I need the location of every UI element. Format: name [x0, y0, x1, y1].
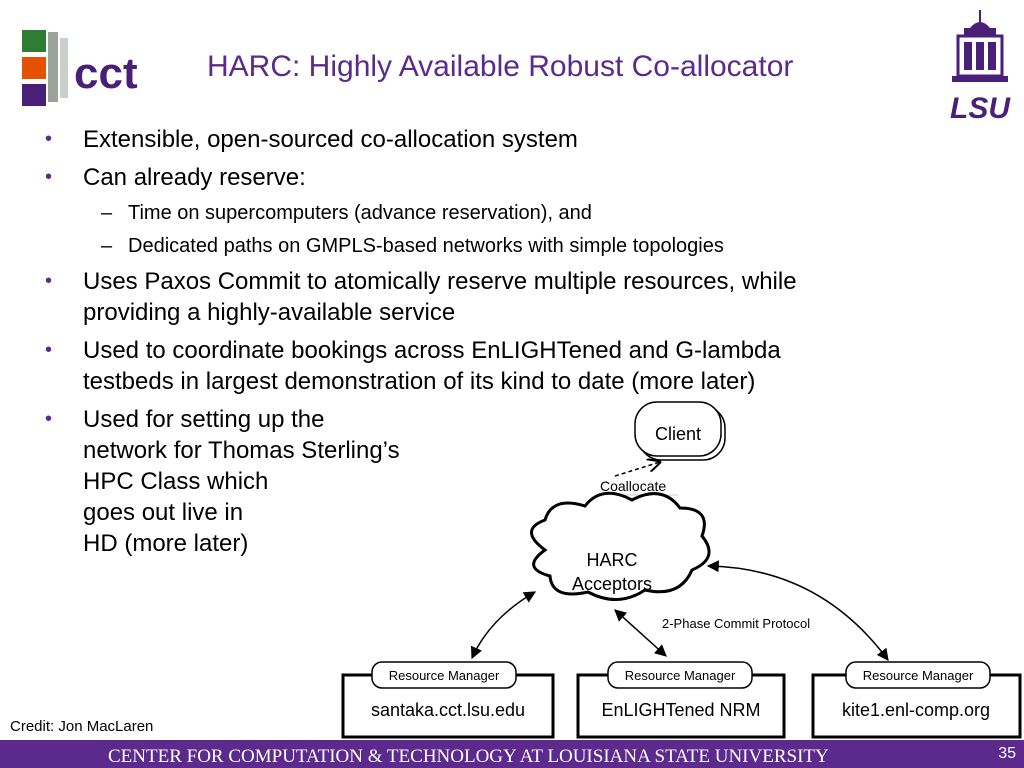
harc-acceptors-cloud: HARC Acceptors — [530, 491, 711, 601]
bullet-dot: • — [45, 339, 53, 361]
sub-bullet-dash: – — [101, 235, 113, 257]
coallocate-label: Coallocate — [600, 478, 666, 494]
acceptors-label-line1: HARC — [586, 550, 637, 570]
acceptors-label-line2: Acceptors — [572, 574, 652, 594]
bullet-dot: • — [45, 166, 53, 188]
protocol-arrow-right — [706, 560, 889, 661]
protocol-arrow-left — [470, 591, 537, 660]
response-arrow — [614, 462, 660, 477]
resource-manager-enlightened: Resource Manager EnLIGHTened NRM — [576, 661, 786, 739]
bullet-dot: • — [45, 408, 53, 430]
sub-bullet-2: – Dedicated paths on GMPLS-based network… — [101, 235, 724, 257]
client-node: Client — [634, 401, 726, 461]
bullet-dot: • — [45, 128, 53, 150]
sub-bullet-dash: – — [101, 202, 113, 224]
sub-bullet-1: – Time on supercomputers (advance reserv… — [101, 202, 592, 224]
manager-host: kite1.enl-comp.org — [842, 700, 990, 720]
bullet-1: • Extensible, open-sourced co-allocation… — [45, 126, 578, 153]
footer-text: CENTER FOR COMPUTATION & TECHNOLOGY AT L… — [108, 746, 829, 767]
cct-logo: cct — [22, 30, 138, 106]
bullet-5: • Used for setting up the network for Th… — [45, 406, 400, 557]
credit-text: Credit: Jon MacLaren — [10, 718, 154, 735]
harc-architecture-diagram: Client Coallocate HARC Acceptors 2-Phase… — [341, 401, 1022, 739]
resource-manager-santaka: Resource Manager santaka.cct.lsu.edu — [341, 661, 555, 739]
slide-title: HARC: Highly Available Robust Co-allocat… — [207, 50, 794, 83]
manager-host: santaka.cct.lsu.edu — [371, 700, 525, 720]
resource-manager-label: Resource Manager — [625, 668, 736, 683]
svg-text:LSU: LSU — [950, 92, 1011, 124]
footer-bar — [0, 740, 1024, 768]
resource-manager-kite1: Resource Manager kite1.enl-comp.org — [811, 661, 1022, 739]
bullet-2: • Can already reserve: — [45, 164, 306, 191]
client-label: Client — [655, 424, 701, 444]
page-number: 35 — [998, 745, 1016, 762]
resource-manager-label: Resource Manager — [863, 668, 974, 683]
lsu-tower-logo: LSU — [950, 10, 1011, 124]
resource-manager-label: Resource Manager — [389, 668, 500, 683]
manager-host: EnLIGHTened NRM — [601, 700, 760, 720]
bullet-list: • Extensible, open-sourced co-allocation… — [45, 124, 975, 566]
svg-text:cct: cct — [74, 49, 138, 98]
bullet-4: • Used to coordinate bookings across EnL… — [45, 337, 781, 395]
protocol-arrow-middle — [614, 609, 667, 657]
protocol-label: 2-Phase Commit Protocol — [662, 616, 810, 631]
bullet-3: • Uses Paxos Commit to atomically reserv… — [45, 268, 797, 326]
bullet-dot: • — [45, 270, 53, 292]
